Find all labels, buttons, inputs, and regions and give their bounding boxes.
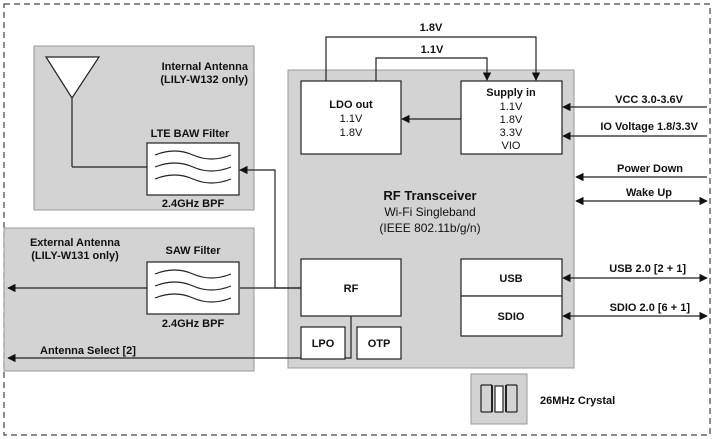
sdio-bus-label: SDIO 2.0 [6 + 1] <box>610 302 691 314</box>
supply-line-1: 1.8V <box>500 114 523 126</box>
lpo-label: LPO <box>312 338 335 350</box>
ldo-out-box <box>300 80 402 155</box>
supply-line-3: VIO <box>502 140 521 152</box>
line-1v8 <box>325 36 541 81</box>
io-voltage-label: IO Voltage 1.8/3.3V <box>600 121 698 133</box>
sdio-box <box>460 295 563 337</box>
ldo-title: LDO out <box>329 99 373 111</box>
vcc-label: VCC 3.0-3.6V <box>615 94 684 106</box>
supply-line-0: 1.1V <box>500 101 523 113</box>
transceiver-title: RF Transceiver <box>383 188 476 203</box>
module-boundary <box>3 3 711 436</box>
power-down-label: Power Down <box>617 163 683 175</box>
internal-antenna-title: Internal Antenna <box>162 61 249 73</box>
saw-filter-title: SAW Filter <box>165 245 221 257</box>
antenna-select-label: Antenna Select [2] <box>40 345 136 357</box>
supply-line-2: 3.3V <box>500 127 523 139</box>
usb-bus-label: USB 2.0 [2 + 1] <box>609 263 686 275</box>
ldo-line-0: 1.1V <box>340 113 363 125</box>
usb-box <box>460 258 563 297</box>
supply-title: Supply in <box>486 87 536 99</box>
ldo-line-1: 1.8V <box>340 127 363 139</box>
line-1v8-label: 1.8V <box>420 22 443 34</box>
external-antenna-title: External Antenna <box>30 237 121 249</box>
supply-in-box <box>460 80 563 155</box>
external-antenna-subtitle: (LILY-W131 only) <box>31 250 119 262</box>
transceiver-line2: (IEEE 802.11b/g/n) <box>379 221 480 235</box>
internal-antenna-subtitle: (LILY-W132 only) <box>160 74 248 86</box>
lte-filter-band: 2.4GHz BPF <box>162 198 225 210</box>
saw-filter-band: 2.4GHz BPF <box>162 318 225 330</box>
line-1v1 <box>375 57 492 81</box>
transceiver-line1: Wi-Fi Singleband <box>384 205 475 219</box>
crystal-label: 26MHz Crystal <box>540 395 615 407</box>
saw-filter-icon <box>146 261 240 315</box>
antenna-select-line <box>7 316 352 363</box>
line-1v1-label: 1.1V <box>421 44 444 56</box>
rf-label: RF <box>344 283 359 295</box>
lte-filter-icon <box>146 142 240 196</box>
wake-up-label: Wake Up <box>626 187 672 199</box>
sdio-label: SDIO <box>498 311 525 323</box>
lpo-box <box>300 326 346 360</box>
antenna-icon <box>44 56 101 167</box>
rf-box <box>300 258 402 317</box>
crystal-icon <box>480 384 518 413</box>
otp-label: OTP <box>368 338 391 350</box>
otp-box <box>356 326 402 360</box>
usb-label: USB <box>499 273 522 285</box>
lte-filter-title: LTE BAW Filter <box>151 128 230 140</box>
